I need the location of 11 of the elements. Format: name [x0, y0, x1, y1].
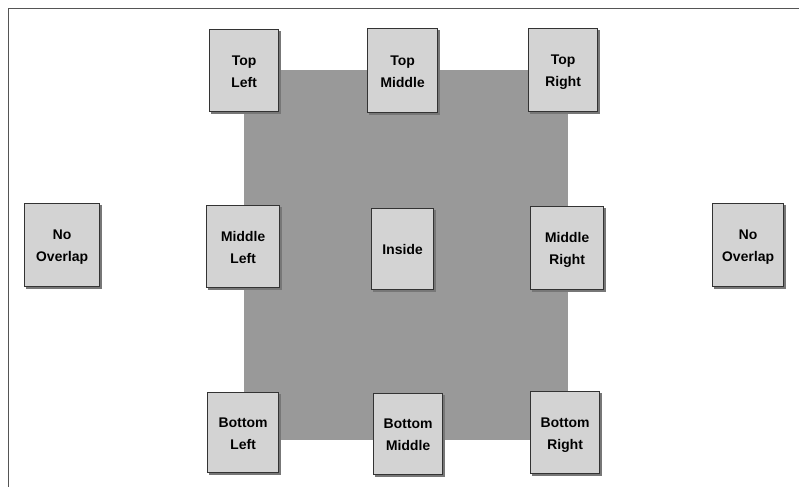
- label-box: No Overlap: [712, 203, 784, 287]
- label-box: Top Right: [528, 28, 598, 112]
- label-box: Top Left: [209, 29, 279, 112]
- label-box: Top Middle: [367, 28, 438, 113]
- label-box: Middle Left: [206, 205, 280, 288]
- label-box: No Overlap: [24, 203, 100, 287]
- label-box: Bottom Left: [207, 392, 279, 473]
- label-box: Bottom Middle: [373, 393, 443, 475]
- label-box: Middle Right: [530, 206, 604, 290]
- label-box: Inside: [371, 208, 434, 290]
- label-box: Bottom Right: [530, 391, 600, 474]
